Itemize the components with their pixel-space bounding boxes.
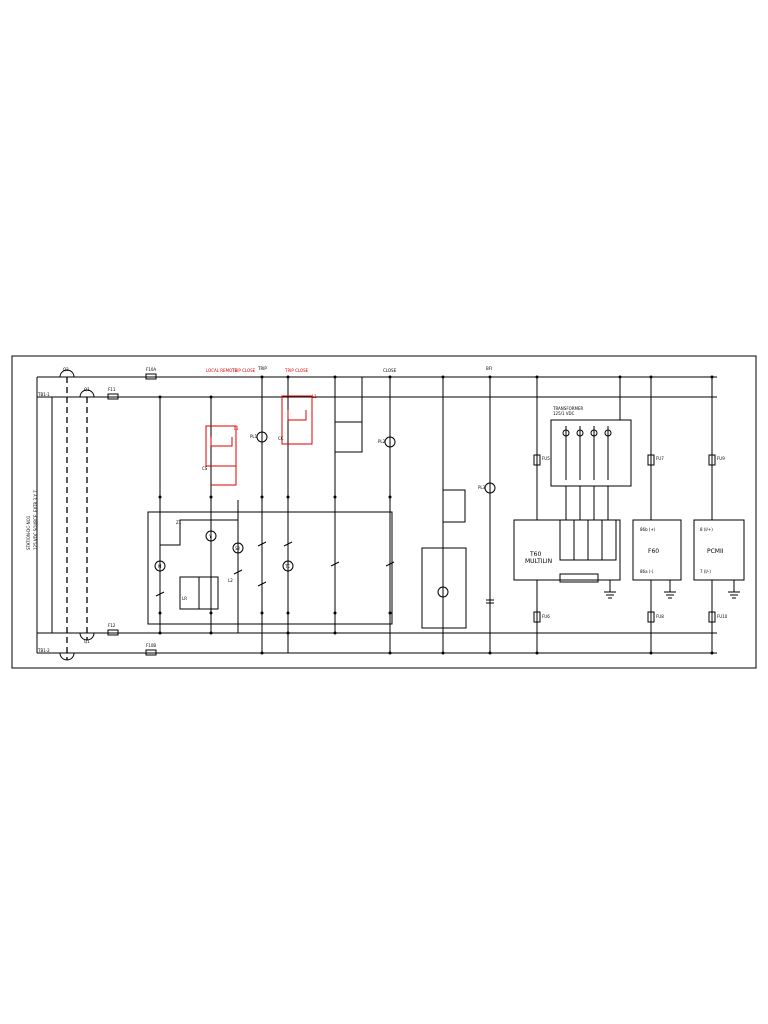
fuse-fu8-label: FU8 xyxy=(656,614,664,619)
q1-top-symbol xyxy=(79,389,95,398)
s2-symbol xyxy=(232,542,244,554)
tc-coil-symbol xyxy=(282,560,294,572)
motor-m-label: M xyxy=(158,564,162,569)
pl1-label: PL1 xyxy=(250,434,258,439)
q2-top-symbol xyxy=(59,369,75,378)
pcmii-top-terminal: 8 (I/+) xyxy=(700,527,713,532)
l2-label: L2 xyxy=(228,578,233,583)
fuse-f10a xyxy=(145,373,157,380)
terminal-bottom-label: TB1-2 xyxy=(37,648,50,653)
fuse-f10a-label: F10A xyxy=(146,367,156,372)
trip-close-switch-red xyxy=(281,395,313,445)
pl2-lamp xyxy=(384,436,396,448)
cc-label: CC xyxy=(278,436,284,441)
pl2-label: PL2 xyxy=(378,439,386,444)
z1-label: Z1 xyxy=(176,520,182,525)
aux-relay-coil xyxy=(437,586,449,598)
transformer-label: TRANSFORMER xyxy=(552,406,584,411)
fuse-f10b-label: F10B xyxy=(146,643,156,648)
q1-bottom-symbol xyxy=(79,632,95,641)
fuse-fu6 xyxy=(533,611,541,623)
pl3-label: PL3 xyxy=(478,485,486,490)
label-trip-close-1: TRIP CLOSE xyxy=(231,368,256,373)
q2-label: Q2 xyxy=(63,367,69,372)
terminal-top-label: TB1-1 xyxy=(37,392,50,397)
y-coil-label: Y xyxy=(208,534,212,539)
f60-relay-box xyxy=(632,519,682,581)
fuse-fu7-label: FU7 xyxy=(656,456,664,461)
fuse-fu7 xyxy=(647,454,655,466)
fuse-fu9-label: FU9 xyxy=(717,456,725,461)
fuse-fu8 xyxy=(647,611,655,623)
close-branch xyxy=(334,377,363,453)
label-bfi: BFI xyxy=(486,366,492,371)
ground-t60 xyxy=(604,580,616,599)
pl1-lamp xyxy=(256,431,268,443)
lr-label: LR xyxy=(182,596,187,601)
fuse-f11 xyxy=(107,393,119,400)
fuse-fu5-label: FU5 xyxy=(542,456,550,461)
q1-bottom-label: Q1 xyxy=(84,639,90,644)
pcmii-relay-box xyxy=(693,519,745,581)
svg-text:L1: L1 xyxy=(312,394,317,399)
fuse-f11-label: F11 xyxy=(108,387,116,392)
t60-label-1: T60 xyxy=(529,551,541,558)
ground-pcmii xyxy=(728,580,740,599)
l1-label: L1 xyxy=(234,426,239,431)
ground-f60 xyxy=(664,580,676,599)
tc-coil-label: TC xyxy=(284,564,290,569)
label-trip-close-2: TRIP CLOSE xyxy=(284,368,309,373)
label-trip: TRIP xyxy=(257,366,267,371)
f60-top-terminal: 86b (+) xyxy=(640,527,656,532)
pcmii-label: PCMII xyxy=(707,548,724,555)
interior-link-left xyxy=(160,500,239,546)
fuse-fu9 xyxy=(708,454,716,466)
f60-bottom-terminal: 86a (-) xyxy=(640,569,654,574)
motor-m-symbol xyxy=(154,560,166,572)
label-close: CLOSE xyxy=(383,368,397,373)
q2-bottom-symbol xyxy=(59,652,75,661)
local-remote-switch-red xyxy=(205,425,237,467)
fuse-fu10-label: FU10 xyxy=(717,614,728,619)
cs-label: CS xyxy=(202,466,208,471)
f60-label: F60 xyxy=(648,548,659,555)
label-local-remote: LOCAL REMOTE xyxy=(206,368,238,373)
aux-relay-box-upper xyxy=(442,489,466,523)
pl3-lamp xyxy=(484,482,496,494)
breaker-mechanism-box xyxy=(147,511,393,625)
source-label-line2: 125 VDC SOURCE: EXTR 3 Y 7 xyxy=(33,490,38,550)
drawing-border xyxy=(11,355,757,669)
contact-marks xyxy=(155,541,395,597)
fuse-f12 xyxy=(107,629,119,636)
fuse-f10b xyxy=(145,649,157,656)
t60-label-2: MULTILIN xyxy=(525,558,552,565)
fuse-fu10 xyxy=(708,611,716,623)
source-label-line1: STATION-DC-NO1 xyxy=(26,515,31,550)
fuse-f12-label: F12 xyxy=(108,623,116,628)
transformer-sub-label: 125/1 VDC xyxy=(553,411,575,416)
q1-top-label: Q1 xyxy=(84,387,90,392)
transformer-box xyxy=(550,419,632,487)
aux-relay-box-lower xyxy=(421,547,467,629)
y-coil-symbol xyxy=(205,530,217,542)
fuse-fu6-label: FU6 xyxy=(542,614,550,619)
fuse-fu5 xyxy=(533,454,541,466)
pcmii-bottom-terminal: 7 (I/-) xyxy=(700,569,711,574)
t60-relay-box xyxy=(513,519,621,581)
terminal-dots xyxy=(158,375,714,655)
s2-label: S2 xyxy=(235,546,241,551)
source-label: STATION-DC-NO1 125 VDC SOURCE: EXTR 3 Y … xyxy=(26,490,38,550)
t60-input-slots xyxy=(559,519,617,583)
transformer-windings xyxy=(562,426,612,520)
